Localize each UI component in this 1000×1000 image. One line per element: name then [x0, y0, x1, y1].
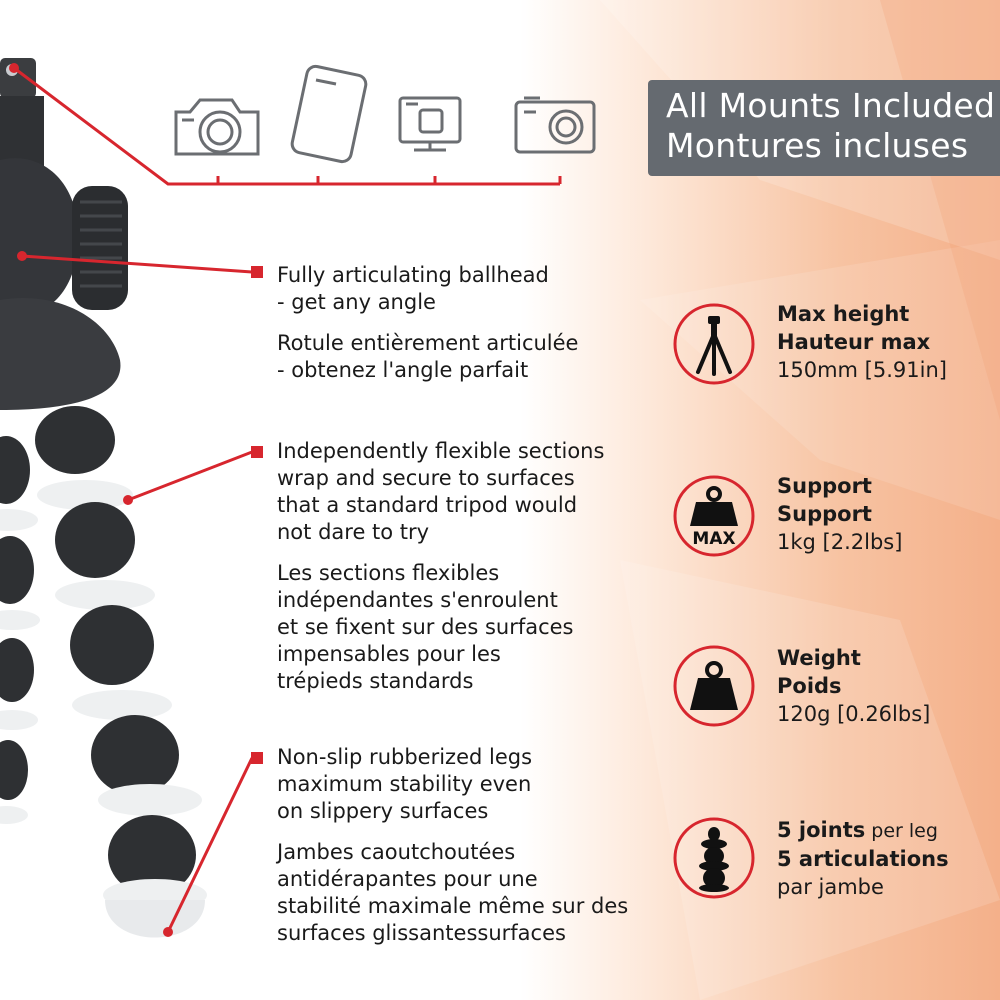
tripod-height-icon [673, 303, 755, 385]
spec-height: Max height Hauteur max 150mm [5.91in] [777, 300, 997, 384]
mounts-banner: All Mounts Included Montures incluses [648, 80, 1000, 176]
smartphone-icon [290, 64, 368, 164]
feature-text: on slippery surfaces [277, 799, 489, 823]
spec-joints: 5 joints per leg 5 articulations par jam… [777, 816, 997, 901]
leg-left [0, 436, 40, 824]
spec-value: 150mm [5.91in] [777, 358, 947, 382]
feature-text: - get any angle [277, 290, 436, 314]
callout-legs-line [166, 757, 254, 933]
dslr-camera-icon [174, 98, 260, 156]
callout-sections-line [127, 450, 253, 502]
callout-lines [13, 66, 562, 933]
bullet-ballhead [251, 266, 263, 278]
bullet-sections [251, 446, 263, 458]
max-label: MAX [692, 529, 735, 549]
feature-sections: Independently flexible sections wrap and… [277, 438, 607, 695]
spec-value: 1kg [2.2lbs] [777, 530, 903, 554]
compact-camera-icon [514, 96, 596, 154]
callout-ballhead-line [21, 254, 253, 274]
spec-title-en: Support [777, 474, 872, 498]
feature-text-fr: trépieds standards [277, 669, 474, 693]
feature-text: Non-slip rubberized legs [277, 745, 533, 769]
weight-icon [673, 645, 755, 727]
feature-text-fr: surfaces glissantessurfaces [277, 921, 566, 945]
feature-legs: Non-slip rubberized legs maximum stabili… [277, 744, 629, 947]
spec-title-fr: Support [777, 502, 872, 526]
bullet-legs [251, 752, 263, 764]
feature-text-fr: indépendantes s'enroulent [277, 588, 558, 612]
banner-line-fr: Montures incluses [666, 126, 969, 165]
feature-text-fr: Les sections flexibles [277, 561, 500, 585]
feature-text: Independently flexible sections [277, 439, 605, 463]
callout-mount-line [13, 66, 560, 186]
feature-text-fr: et se fixent sur des surfaces [277, 615, 574, 639]
spec-title-fr: Poids [777, 674, 842, 698]
leg-front [35, 406, 207, 938]
feature-text: not dare to try [277, 520, 430, 544]
ballhead-knob [72, 186, 128, 310]
joints-per-leg-fr: par jambe [777, 875, 884, 899]
spec-value: 120g [0.26lbs] [777, 702, 931, 726]
mount-plate [0, 58, 36, 98]
tripod-base [0, 298, 121, 410]
feature-text: that a standard tripod would [277, 493, 578, 517]
feature-text-fr: - obtenez l'angle parfait [277, 358, 529, 382]
feature-text-fr: stabilité maximale même sur des [277, 894, 629, 918]
spec-title-en: Max height [777, 302, 910, 326]
joints-per-leg: per leg [865, 820, 938, 842]
max-load-icon: MAX [673, 475, 755, 557]
spec-title-en: Weight [777, 646, 861, 670]
joints-count-fr: 5 articulations [777, 847, 949, 871]
joints-count-en: 5 joints [777, 818, 866, 842]
feature-text: wrap and secure to surfaces [277, 466, 575, 490]
feature-text-fr: Rotule entièrement articulée [277, 331, 579, 355]
feature-text-fr: antidérapantes pour une [277, 867, 538, 891]
feature-text-fr: impensables pour les [277, 642, 501, 666]
joints-icon [673, 817, 755, 899]
feature-ballhead: Fully articulating ballhead - get any an… [277, 262, 607, 384]
feature-text: Fully articulating ballhead [277, 263, 549, 287]
ballhead-neck [0, 96, 44, 166]
feature-text: maximum stability even [277, 772, 532, 796]
spec-joints-line1: 5 joints per leg [777, 816, 997, 845]
feature-text-fr: Jambes caoutchoutées [277, 840, 516, 864]
spec-weight: Weight Poids 120g [0.26lbs] [777, 644, 997, 728]
spec-support: Support Support 1kg [2.2lbs] [777, 472, 997, 556]
ballhead-body [0, 158, 79, 320]
action-camera-icon [398, 96, 462, 152]
banner-line-en: All Mounts Included [666, 86, 996, 125]
spec-title-fr: Hauteur max [777, 330, 931, 354]
